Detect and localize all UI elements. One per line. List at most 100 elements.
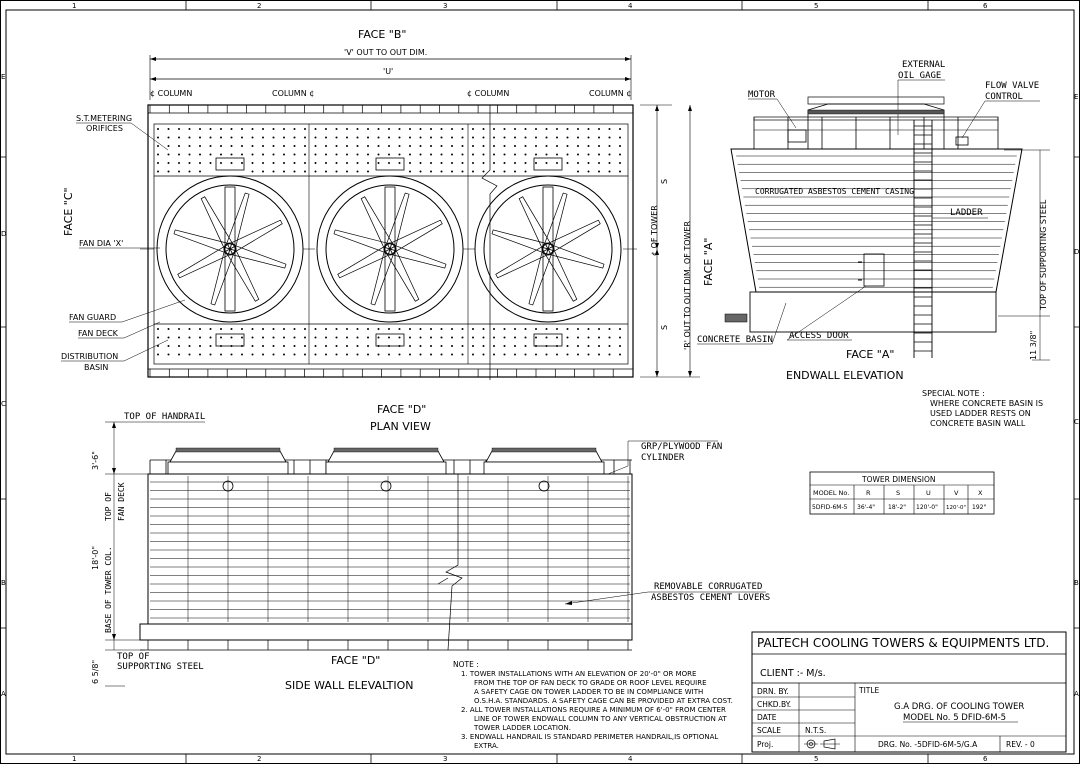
notes-heading: NOTE : — [453, 660, 479, 669]
plan-distribution-label: DISTRIBUTION — [61, 352, 118, 361]
plan-fan-2 — [316, 157, 464, 347]
special-note-line-1: WHERE CONCRETE BASIN IS — [930, 399, 1043, 408]
scale-label: SCALE — [757, 726, 781, 735]
side-supporting-steel-label: SUPPORTING STEEL — [117, 662, 204, 672]
notes-line-6: LINE OF TOWER ENDWALL COLUMN TO ANY VERT… — [474, 715, 727, 723]
drawing-number: DRG. No. -5DFID-6M-5/G.A — [878, 740, 978, 749]
notes-line-3: A SAFETY CAGE ON TOWER LADDER TO BE IN C… — [474, 688, 703, 696]
side-removable-label-a: REMOVABLE CORRUGATED — [654, 582, 762, 592]
grid-row-e-left: E — [1, 73, 5, 81]
plan-face-d-label: FACE "D" — [377, 403, 426, 416]
plan-s-dim-lower: S — [660, 325, 669, 330]
plan-cl-tower-label: ¢ OF TOWER — [650, 205, 659, 256]
dimension-cell-r: 36'-4" — [857, 504, 875, 511]
grid-row-d-right: D — [1074, 248, 1079, 256]
grid-col-5-bottom: 5 — [814, 755, 818, 763]
endwall-elevation: EXTERNAL OIL GAGE FLOW VALVE CONTROL MOT… — [697, 60, 1050, 382]
grid-col-1-top: 1 — [72, 2, 76, 10]
side-face-d-label: FACE "D" — [331, 654, 380, 667]
proj-label: Proj. — [757, 740, 773, 749]
dimension-cell-v: 120'-0" — [946, 505, 966, 511]
dimension-header-u: U — [926, 489, 931, 497]
side-wall-elevation: TOP OF HANDRAIL 3'-6" TOP OF FAN DECK 18… — [91, 412, 770, 692]
grid-row-e-right: E — [1074, 93, 1078, 101]
side-base-tower-col-label: BASE OF TOWER COL. — [104, 546, 113, 633]
side-dim-36-label: 3'-6" — [91, 451, 100, 470]
grid-row-a-left: A — [1, 690, 6, 698]
grid-row-b-left: B — [1, 579, 6, 587]
plan-v-dim-label: 'V' OUT TO OUT DIM. — [344, 48, 427, 57]
side-fan-cylinder-2 — [325, 447, 447, 492]
grid-row-b-right: B — [1074, 579, 1079, 587]
plan-r-dim-label: 'R' OUT TO OUT DIM. OF TOWER — [683, 221, 692, 350]
grid-col-3-top: 3 — [443, 2, 447, 10]
plan-column-right: COLUMN ¢ — [589, 89, 631, 98]
grid-row-c-left: C — [1, 400, 6, 408]
projection-symbol-icon — [804, 738, 840, 750]
plan-face-b-label: FACE "B" — [358, 28, 406, 41]
side-grp-label-b: CYLINDER — [641, 453, 685, 463]
side-dim-658-label: 6 5/8" — [91, 660, 100, 684]
endwall-face-a-label: FACE "A" — [846, 348, 894, 361]
plan-column-mid1: COLUMN ¢ — [272, 89, 314, 98]
date-label: DATE — [757, 713, 777, 722]
notes-line-1: 1. TOWER INSTALLATIONS WITH AN ELEVATION… — [461, 670, 696, 678]
notes-line-2: FROM THE TOP OF FAN DECK TO GRADE OR ROO… — [474, 679, 707, 687]
scale-value: N.T.S. — [805, 726, 826, 735]
grid-col-2-bottom: 2 — [257, 755, 261, 763]
company-name: PALTECH COOLING TOWERS & EQUIPMENTS LTD. — [757, 636, 1049, 650]
plan-u-dim-label: 'U' — [383, 67, 393, 76]
plan-view: FACE "B" 'V' OUT TO OUT DIM. 'U' ¢ COLUM… — [61, 28, 715, 433]
dimension-table-title: TOWER DIMENSION — [861, 475, 936, 484]
plan-face-c-label: FACE "C" — [62, 187, 75, 236]
side-top-of-label: TOP OF — [117, 652, 150, 662]
drawing-title-line-2: MODEL No. 5 DFID-6M-5 — [903, 713, 1006, 723]
side-wall-title: SIDE WALL ELEVALTION — [285, 679, 414, 692]
grid-col-4-top: 4 — [628, 2, 633, 10]
tower-dimension-table: TOWER DIMENSION MODEL No. R S U V X 5DFI… — [809, 471, 995, 515]
endwall-oil-gage-label: OIL GAGE — [898, 71, 941, 81]
endwall-flow-valve-label: FLOW VALVE — [985, 81, 1039, 91]
notes-line-4: O.S.H.A. STANDARDS. A SAFETY CAGE CAN BE… — [474, 697, 733, 705]
dimension-header-v: V — [954, 489, 959, 497]
dimension-header-r: R — [866, 489, 871, 497]
grid-row-c-right: C — [1074, 418, 1079, 426]
side-top-handrail-label: TOP OF HANDRAIL — [124, 412, 205, 422]
side-grp-label-a: GRP/PLYWOOD FAN — [641, 442, 722, 452]
endwall-ladder-label: LADDER — [950, 208, 983, 218]
revision-number: REV. - 0 — [1006, 740, 1035, 749]
grid-row-a-right: A — [1074, 690, 1079, 698]
endwall-dim-11-label: 11 3/8" — [1029, 331, 1038, 360]
plan-fan-1 — [156, 157, 304, 347]
special-note-line-3: CONCRETE BASIN WALL — [930, 419, 1026, 428]
plan-fan-dia-label: FAN DIA 'X' — [79, 239, 123, 248]
side-top-fan-deck-b: FAN DECK — [117, 482, 126, 521]
plan-st-metering-label: S.T.METERING — [76, 114, 132, 123]
side-dim-18-label: 18'-0" — [91, 546, 100, 570]
grid-col-6-bottom: 6 — [983, 755, 988, 763]
dimension-cell-model: 5DFID-6M-5 — [812, 504, 848, 511]
general-notes: NOTE : 1. TOWER INSTALLATIONS WITH AN EL… — [453, 660, 733, 750]
plan-fan-guard-label: FAN GUARD — [69, 313, 116, 322]
plan-basin-label: BASIN — [84, 363, 108, 372]
endwall-external-label: EXTERNAL — [902, 60, 945, 70]
endwall-top-supporting-label: TOP OF SUPPORTING STEEL — [1039, 199, 1048, 311]
notes-line-5: 2. ALL TOWER INSTALLATIONS REQUIRE A MIN… — [461, 706, 726, 714]
side-fan-cylinder-1 — [167, 447, 289, 492]
endwall-concrete-basin-label: CONCRETE BASIN — [697, 335, 773, 345]
dimension-cell-x: 192" — [972, 504, 986, 511]
plan-orifices-label: ORIFICES — [86, 124, 123, 133]
plan-face-a-label: FACE "A" — [702, 238, 715, 286]
grid-row-d-left: D — [1, 230, 6, 238]
notes-line-9: EXTRA. — [474, 742, 499, 750]
endwall-casing-label: CORRUGATED ASBESTOS CEMENT CASING — [755, 187, 914, 196]
plan-fan-3 — [474, 157, 622, 347]
endwall-control-label: CONTROL — [985, 92, 1023, 102]
title-label: TITLE — [858, 686, 880, 695]
dimension-header-model: MODEL No. — [813, 489, 849, 497]
plan-column-mid2: ¢ COLUMN — [467, 89, 509, 98]
endwall-access-door-label: ACCESS DOOR — [789, 331, 849, 341]
special-note-line-2: USED LADDER RESTS ON — [930, 409, 1031, 418]
side-top-fan-deck-a: TOP OF — [104, 492, 113, 521]
endwall-motor-label: MOTOR — [748, 90, 776, 100]
